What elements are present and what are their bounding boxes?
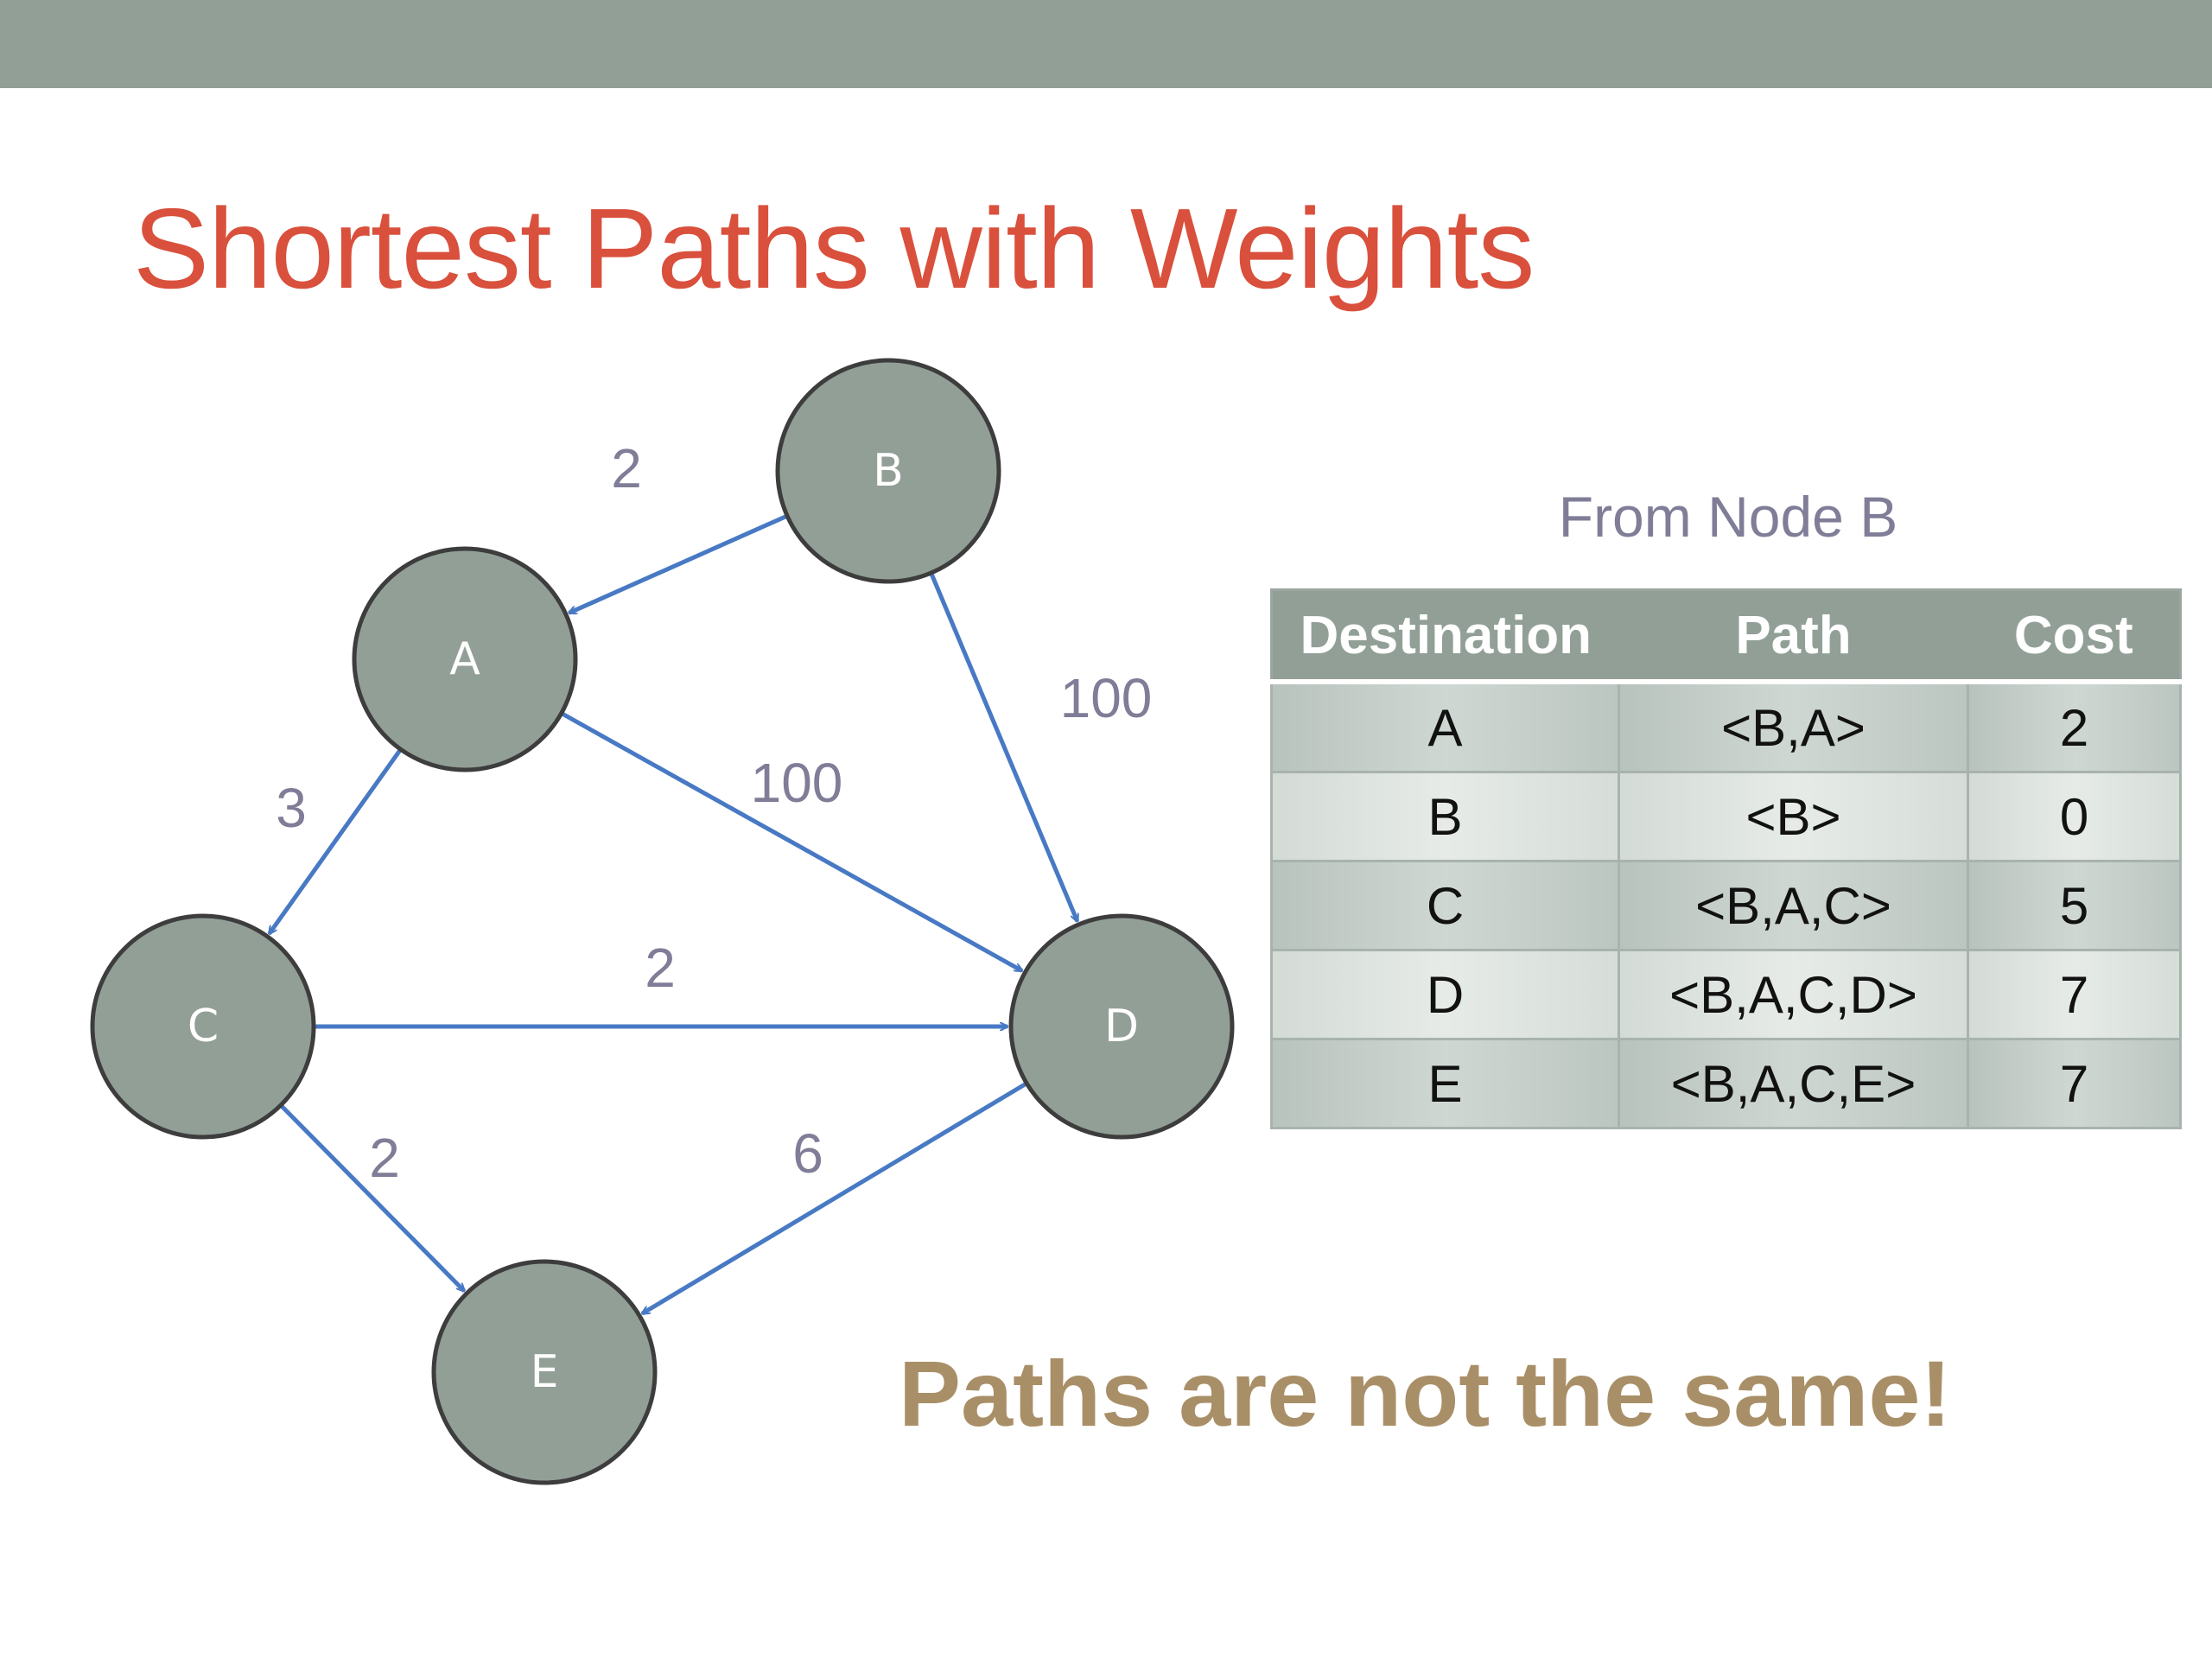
callout-text: Paths are not the same! <box>899 1341 1952 1446</box>
node-c: C <box>90 913 316 1140</box>
node-label: A <box>449 633 480 685</box>
table-row: D <B,A,C,D> 7 <box>1270 949 2182 1040</box>
node-circle <box>1008 913 1235 1140</box>
node-circle <box>775 358 1001 584</box>
node-e: E <box>431 1259 658 1485</box>
node-circle <box>431 1259 658 1485</box>
edge-weight-label: 2 <box>611 437 642 499</box>
node-label: B <box>873 445 904 497</box>
cost-cell: 7 <box>1967 949 2182 1040</box>
edge-weight-label: 3 <box>276 777 307 839</box>
node-label: E <box>531 1346 559 1398</box>
node-b: B <box>775 358 1001 584</box>
destination-cell: A <box>1270 680 1620 773</box>
cost-cell: 7 <box>1967 1038 2182 1129</box>
edge-a-d <box>560 711 1022 973</box>
path-cell: <B> <box>1618 771 1969 862</box>
node-a: A <box>352 546 578 772</box>
path-cell: <B,A,C,E> <box>1618 1038 1969 1129</box>
table-row: C <B,A,C> 5 <box>1270 860 2182 951</box>
edge-weight-label: 100 <box>751 752 843 814</box>
edge-c-e <box>279 1103 464 1291</box>
node-label: C <box>188 1001 219 1052</box>
table-header-row: Destination Path Cost <box>1271 589 2181 684</box>
node-circle <box>352 546 578 772</box>
edge-d-e <box>642 1081 1028 1316</box>
path-cell: <B,A,C,D> <box>1618 949 1969 1040</box>
edge-weight-label: 100 <box>1060 667 1153 729</box>
header-cost: Cost <box>1967 589 2181 684</box>
path-cell: <B,A,C> <box>1618 860 1969 951</box>
cost-cell: 5 <box>1967 860 2182 951</box>
destination-cell: D <box>1270 949 1620 1040</box>
edge-weight-label: 6 <box>792 1122 823 1185</box>
destination-cell: B <box>1270 771 1620 862</box>
edge-weight-label: 2 <box>369 1127 400 1189</box>
node-circle <box>90 913 316 1140</box>
table-row: A <B,A> 2 <box>1270 680 2182 773</box>
edge-b-d <box>929 572 1080 921</box>
shortest-path-table: Destination Path Cost A <B,A> 2 B <B> 0 … <box>1270 588 2182 1129</box>
node-label: D <box>1104 1001 1139 1052</box>
edge-b-a <box>569 513 789 615</box>
table-row: E <B,A,C,E> 7 <box>1270 1038 2182 1129</box>
top-bar <box>0 0 2212 88</box>
cost-cell: 2 <box>1967 680 2182 773</box>
node-d: D <box>1008 913 1235 1140</box>
cost-cell: 0 <box>1967 771 2182 862</box>
table-caption: From Node B <box>1558 485 1898 549</box>
slide-title: Shortest Paths with Weights <box>133 185 1535 312</box>
edge-weight-label: 2 <box>645 937 676 999</box>
table-row: B <B> 0 <box>1270 771 2182 862</box>
path-cell: <B,A> <box>1618 680 1969 773</box>
header-destination: Destination <box>1271 589 1619 684</box>
edge-a-c <box>267 747 403 933</box>
destination-cell: C <box>1270 860 1620 951</box>
destination-cell: E <box>1270 1038 1620 1129</box>
header-path: Path <box>1618 589 1968 684</box>
